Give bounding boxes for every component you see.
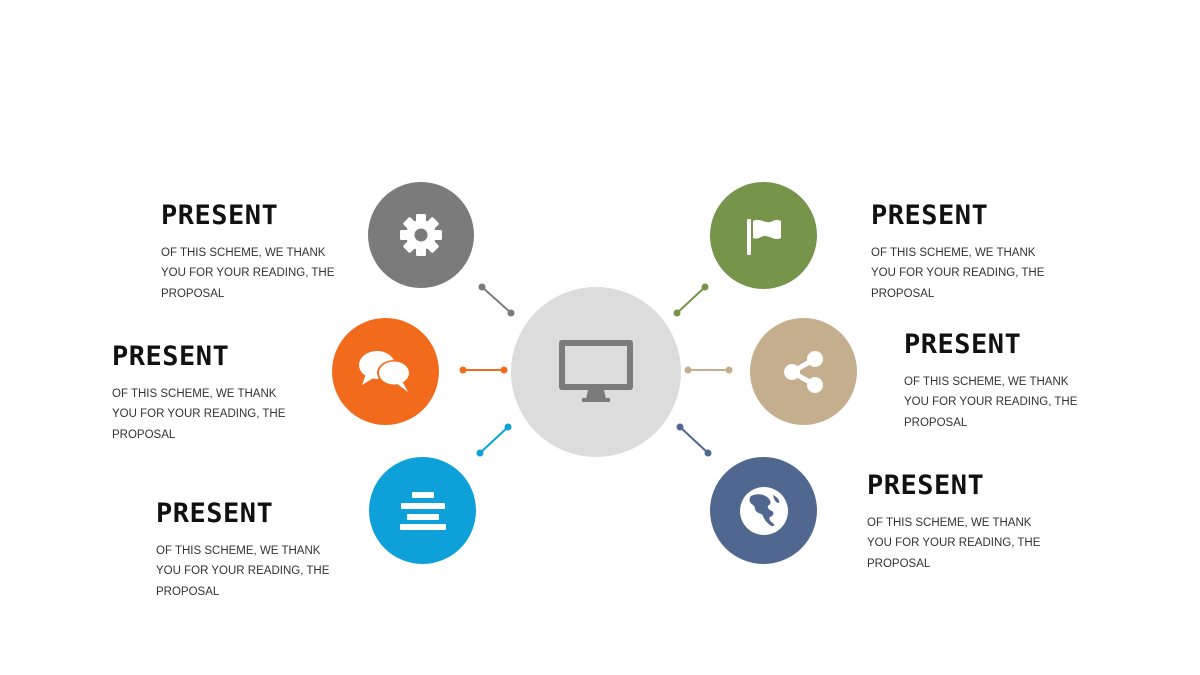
connector-flag bbox=[673, 283, 709, 317]
text-block-chat: PRESENT OF THIS SCHEME, WE THANK YOU FOR… bbox=[112, 342, 352, 445]
chat-circle bbox=[332, 318, 439, 425]
flag-circle bbox=[710, 182, 817, 289]
connector-share bbox=[684, 366, 733, 374]
speech-bubbles-icon bbox=[358, 350, 411, 392]
globe-icon bbox=[739, 486, 788, 535]
text-block-gear: PRESENT OF THIS SCHEME, WE THANK YOU FOR… bbox=[161, 201, 401, 304]
block-title: PRESENT bbox=[112, 341, 230, 372]
block-title: PRESENT bbox=[904, 329, 1022, 360]
stacked-bars-icon bbox=[399, 491, 446, 530]
block-description: OF THIS SCHEME, WE THANK YOU FOR YOUR RE… bbox=[867, 516, 1041, 570]
connector-gear bbox=[478, 283, 515, 317]
gear-icon bbox=[400, 214, 442, 256]
bars-circle bbox=[369, 457, 476, 564]
globe-circle bbox=[710, 457, 817, 564]
block-description: OF THIS SCHEME, WE THANK YOU FOR YOUR RE… bbox=[871, 246, 1045, 300]
block-title: PRESENT bbox=[871, 200, 989, 231]
share-circle bbox=[750, 318, 857, 425]
block-description: OF THIS SCHEME, WE THANK YOU FOR YOUR RE… bbox=[161, 246, 335, 300]
connector-chat bbox=[459, 366, 508, 374]
block-description: OF THIS SCHEME, WE THANK YOU FOR YOUR RE… bbox=[156, 544, 330, 598]
flag-icon bbox=[746, 218, 781, 255]
block-description: OF THIS SCHEME, WE THANK YOU FOR YOUR RE… bbox=[112, 387, 286, 441]
gear-circle bbox=[368, 182, 474, 288]
connector-globe bbox=[676, 423, 712, 457]
text-block-flag: PRESENT OF THIS SCHEME, WE THANK YOU FOR… bbox=[871, 201, 1111, 304]
text-block-share: PRESENT OF THIS SCHEME, WE THANK YOU FOR… bbox=[904, 330, 1144, 433]
block-title: PRESENT bbox=[161, 200, 279, 231]
connector-bars bbox=[476, 423, 512, 457]
block-title: PRESENT bbox=[156, 498, 274, 529]
text-block-globe: PRESENT OF THIS SCHEME, WE THANK YOU FOR… bbox=[867, 471, 1107, 574]
center-hub bbox=[511, 287, 681, 457]
monitor-icon bbox=[559, 340, 633, 402]
block-description: OF THIS SCHEME, WE THANK YOU FOR YOUR RE… bbox=[904, 375, 1078, 429]
share-icon bbox=[783, 350, 823, 393]
block-title: PRESENT bbox=[867, 470, 985, 501]
text-block-bars: PRESENT OF THIS SCHEME, WE THANK YOU FOR… bbox=[156, 499, 396, 602]
